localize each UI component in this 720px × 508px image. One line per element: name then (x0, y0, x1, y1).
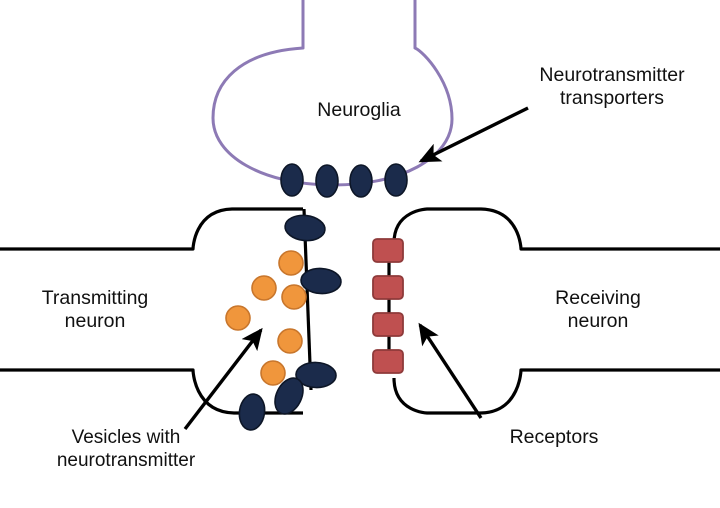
glia-transporter-group (280, 163, 408, 198)
vesicles-arrow (183, 327, 263, 431)
receptor (372, 349, 404, 374)
glia-transporter-oval (315, 164, 339, 198)
vesicle (278, 250, 304, 276)
label-transmitting-line1: Transmitting (42, 287, 149, 309)
presynaptic-transporter-oval (274, 377, 304, 415)
presynaptic-transporter-oval (295, 361, 337, 389)
receptor-group (372, 238, 404, 374)
vesicle (277, 328, 303, 354)
glia-transporter-oval (280, 163, 304, 197)
label-transmitting-line2: neuron (65, 310, 126, 332)
transporters-arrow (418, 106, 529, 163)
receiving-neuron-top-outline (392, 207, 720, 251)
vesicle (260, 360, 286, 386)
receptor (372, 275, 404, 300)
presynaptic-transporter-group (238, 214, 342, 431)
vesicle (281, 284, 307, 310)
receptor (372, 312, 404, 337)
vesicle (251, 275, 277, 301)
label-neuroglia: Neuroglia (317, 99, 401, 121)
label-vesicles-line1: Vesicles with (72, 427, 181, 448)
vesicle (225, 305, 251, 331)
transmitting-neuron-bottom-outline (0, 368, 303, 415)
glia-transporter-oval (384, 163, 408, 197)
receiving-neuron (387, 207, 720, 415)
presynaptic-transporter-oval (238, 393, 266, 431)
label-transporters-line2: transporters (560, 87, 664, 109)
presynaptic-transporter-oval (284, 214, 326, 242)
receiving-neuron-bottom-outline (392, 368, 720, 415)
label-receiving-line2: neuron (568, 310, 629, 332)
neuroglia-cell (211, 0, 454, 187)
label-vesicles-line2: neurotransmitter (57, 450, 196, 471)
presynaptic-transporter-oval (300, 267, 342, 295)
transmitting-neuron-top-outline (0, 207, 303, 251)
label-transporters-line1: Neurotransmitter (539, 64, 685, 86)
receptors-arrow (418, 322, 483, 419)
label-receiving-line1: Receiving (555, 287, 641, 309)
vesicle-group (225, 250, 307, 386)
label-receptors: Receptors (510, 426, 599, 448)
receptor (372, 238, 404, 263)
glia-transporter-oval (349, 164, 373, 198)
